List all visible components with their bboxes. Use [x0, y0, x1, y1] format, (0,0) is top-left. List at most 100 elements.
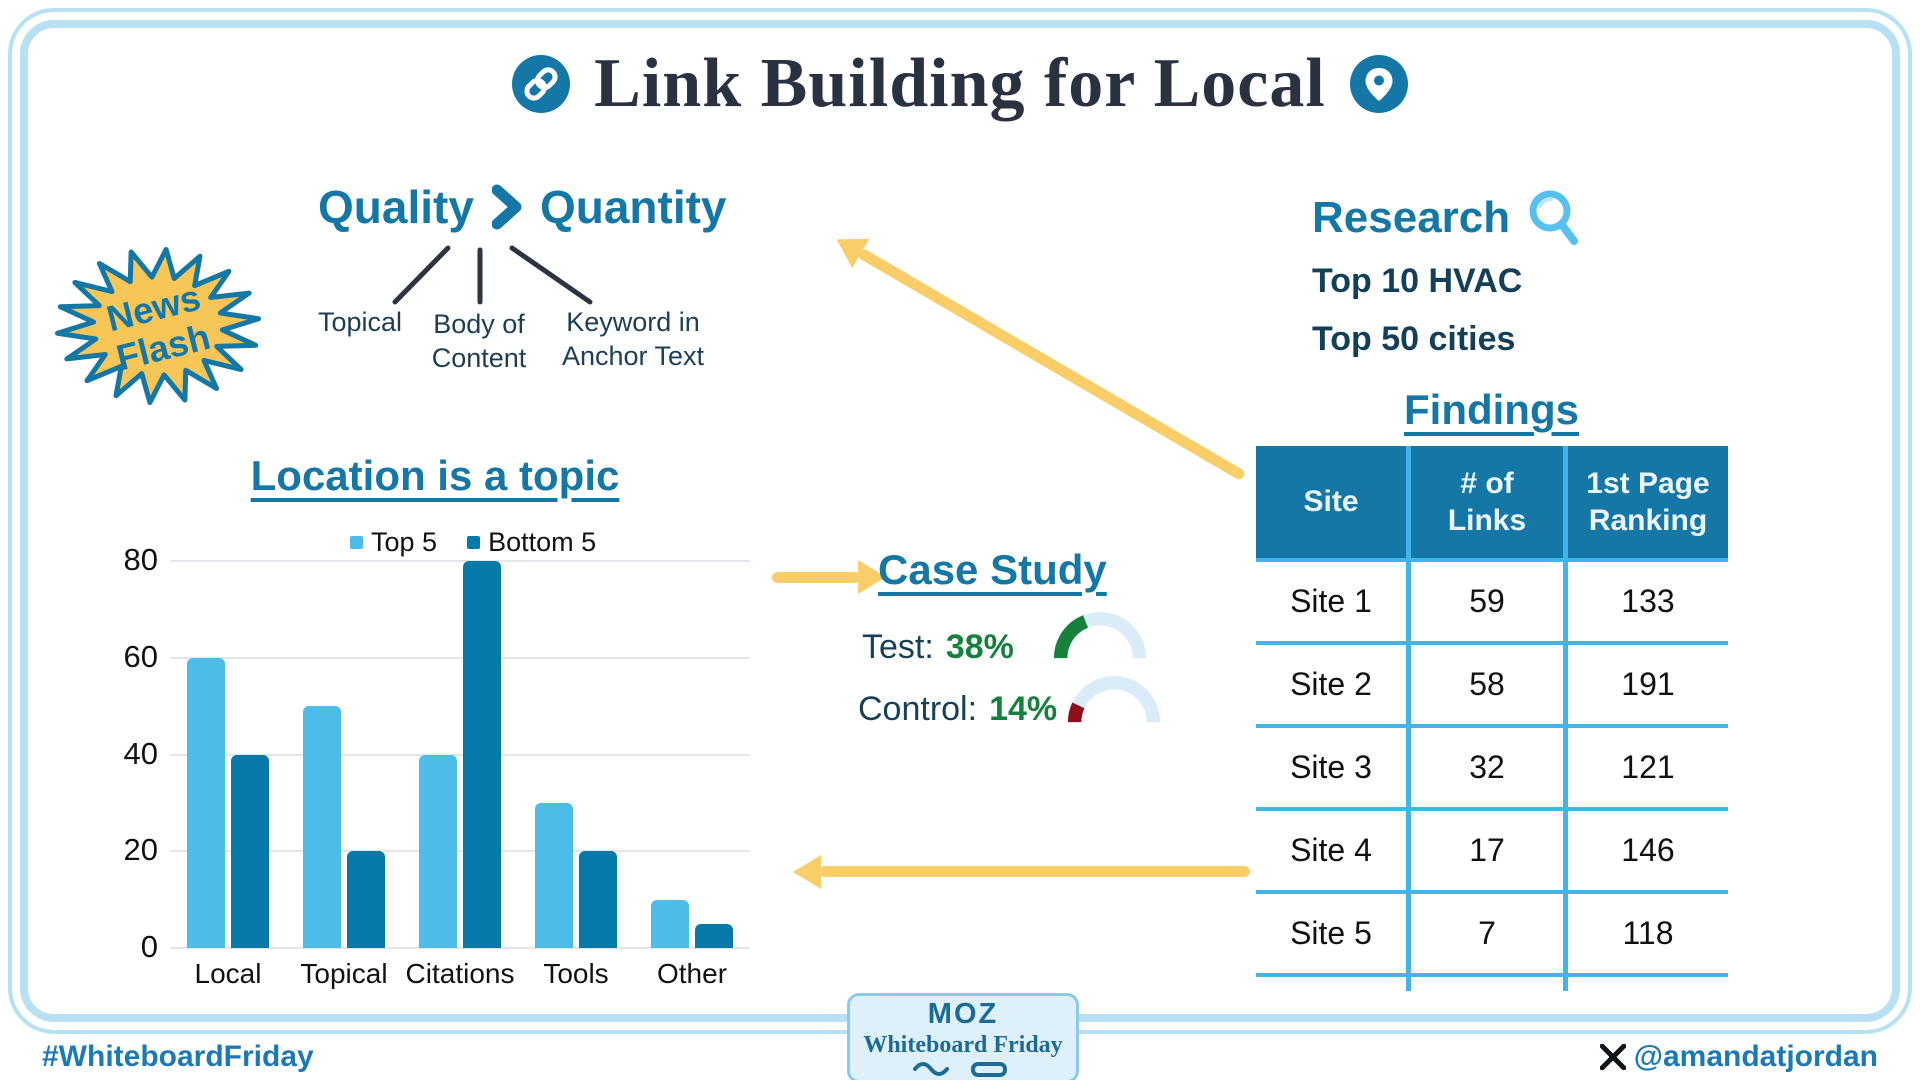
table-cell: Site 3 — [1290, 749, 1372, 785]
y-tick-label: 80 — [123, 542, 158, 577]
legend-item: Bottom 5 — [467, 527, 596, 558]
table-cell — [1406, 977, 1563, 991]
quality-vs-quantity: Quality Quantity — [318, 180, 727, 234]
control-label: Control: — [858, 690, 978, 728]
legend-item: Top 5 — [350, 527, 437, 558]
case-study-heading: Case Study — [878, 546, 1107, 593]
table-row-stub — [1256, 973, 1728, 991]
bar-top-5-tools — [535, 802, 573, 948]
table-cell: 59 — [1406, 562, 1563, 641]
bar-bottom-5-local — [231, 754, 269, 948]
table-cell: Site 2 — [1290, 666, 1372, 702]
bar-top-5-topical — [303, 706, 341, 948]
arrow-shaft — [772, 571, 860, 583]
table-cell: 133 — [1563, 562, 1728, 641]
table-cell: 118 — [1563, 894, 1728, 973]
branch-topical: Topical — [317, 307, 403, 337]
bar-bottom-5-citations — [463, 561, 501, 948]
magnifier-icon — [1522, 186, 1586, 250]
y-tick-label: 20 — [123, 832, 158, 868]
x-tick-label: Tools — [543, 958, 609, 989]
findings-header-cell: 1st Page Ranking — [1563, 446, 1728, 558]
findings-header-cell: Site — [1256, 446, 1406, 558]
table-cell: 146 — [1563, 811, 1728, 890]
branch-keyword-anchor-text: Keyword in Anchor Text — [561, 307, 705, 371]
legend-label: Bottom 5 — [488, 527, 597, 557]
greater-than-icon — [491, 184, 522, 230]
page-title-row: Link Building for Local — [0, 44, 1920, 124]
research-item-2: Top 50 cities — [1312, 320, 1516, 358]
legend-swatch — [350, 536, 363, 549]
research-heading: Research — [1312, 193, 1511, 242]
location-heading: Location is a topic — [250, 452, 620, 499]
findings-header-cell: # of Links — [1406, 446, 1563, 558]
gridline — [170, 656, 750, 659]
bar-bottom-5-other — [695, 923, 733, 948]
y-tick-label: 0 — [140, 929, 158, 964]
table-cell — [1256, 977, 1406, 991]
bar-top-5-local — [187, 657, 225, 948]
news-flash-star: News Flash — [52, 242, 264, 410]
x-tick-label: Citations — [405, 958, 515, 989]
quality-branch-lines — [392, 245, 593, 305]
gridline — [170, 850, 750, 853]
chain-link-icon — [512, 55, 571, 113]
quantity-label: Quantity — [539, 181, 727, 233]
moz-whiteboard-friday-badge: MOZ Whiteboard Friday — [847, 993, 1079, 1080]
research-heading-row: Research — [1312, 186, 1586, 250]
page-title: Link Building for Local — [594, 45, 1326, 122]
y-tick-label: 60 — [123, 638, 158, 674]
y-tick-label: 40 — [123, 735, 158, 771]
table-cell: 7 — [1406, 894, 1563, 973]
table-cell: 17 — [1406, 811, 1563, 890]
table-cell: 121 — [1563, 728, 1728, 807]
gridline — [170, 753, 750, 756]
marker-squiggle-icon — [913, 1062, 1007, 1077]
table-cell: 32 — [1406, 728, 1563, 807]
gridline — [170, 947, 750, 949]
test-label: Test: — [862, 628, 934, 666]
footer-hashtag: #WhiteboardFriday — [42, 1040, 314, 1073]
findings-heading: Findings — [1404, 386, 1579, 433]
bar-top-5-citations — [419, 754, 457, 948]
test-value: 38% — [945, 628, 1014, 666]
case-study-test-row: Test: 38% — [862, 628, 1014, 667]
bar-top-5-other — [651, 899, 689, 948]
table-cell: 191 — [1563, 645, 1728, 724]
legend-swatch — [467, 536, 481, 549]
moz-logo: MOZ — [927, 998, 999, 1030]
control-gauge — [1066, 674, 1162, 727]
research-item-1: Top 10 HVAC — [1312, 262, 1523, 300]
badge-series-title: Whiteboard Friday — [863, 1032, 1063, 1058]
bar-bottom-5-topical — [347, 851, 385, 948]
location-pin-icon — [1349, 55, 1408, 113]
arrow-shaft — [819, 866, 1250, 878]
arrow-head — [793, 855, 821, 889]
x-logo-icon — [1599, 1044, 1626, 1070]
branch-body-of-content: Body of Content — [431, 309, 527, 373]
test-gauge — [1052, 610, 1148, 663]
chart-legend: Top 5 Bottom 5 — [350, 527, 596, 558]
table-cell: 58 — [1406, 645, 1563, 724]
table-cell: Site 1 — [1290, 583, 1372, 619]
x-tick-label: Other — [656, 958, 728, 989]
legend-label: Top 5 — [371, 527, 438, 557]
arrow-head — [858, 560, 886, 594]
x-tick-label: Local — [194, 958, 262, 989]
footer-handle: @amandatjordan — [1633, 1040, 1878, 1073]
table-cell: Site 5 — [1290, 915, 1372, 951]
quality-label: Quality — [318, 181, 474, 233]
table-cell: Site 4 — [1290, 832, 1372, 868]
footer-handle-row: @amandatjordan — [1599, 1040, 1878, 1074]
bar-bottom-5-tools — [579, 851, 617, 948]
